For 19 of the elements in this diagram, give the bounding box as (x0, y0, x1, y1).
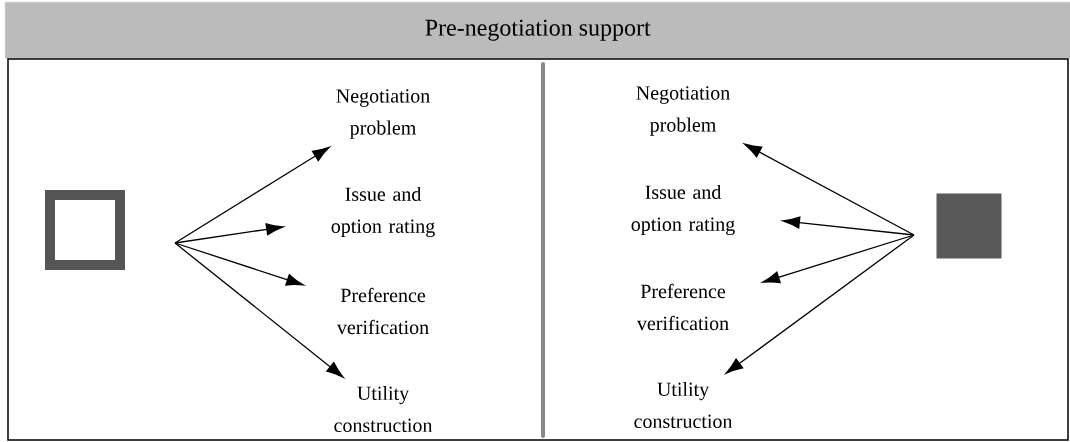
square-symbol (45, 190, 125, 270)
arrow (762, 234, 915, 284)
arrow (174, 242, 344, 378)
arrow (782, 216, 915, 236)
item-label: Utility construction (334, 385, 433, 433)
item-label: Issue and option rating (631, 184, 735, 236)
title-bar: Pre-negotiation support (5, 2, 1070, 59)
item-label: Issue and option rating (331, 186, 435, 238)
arrow (744, 143, 915, 236)
arrow (174, 146, 330, 244)
arrow (174, 242, 304, 286)
item-label: Negotiation problem (636, 86, 730, 136)
arrow (725, 234, 915, 374)
arrow (174, 223, 284, 244)
item-label: Preference verification (636, 283, 729, 331)
item-label: Preference verification (336, 287, 429, 335)
item-label: Negotiation problem (336, 89, 430, 139)
item-label: Utility construction (634, 381, 733, 429)
square-symbol (936, 193, 1002, 259)
